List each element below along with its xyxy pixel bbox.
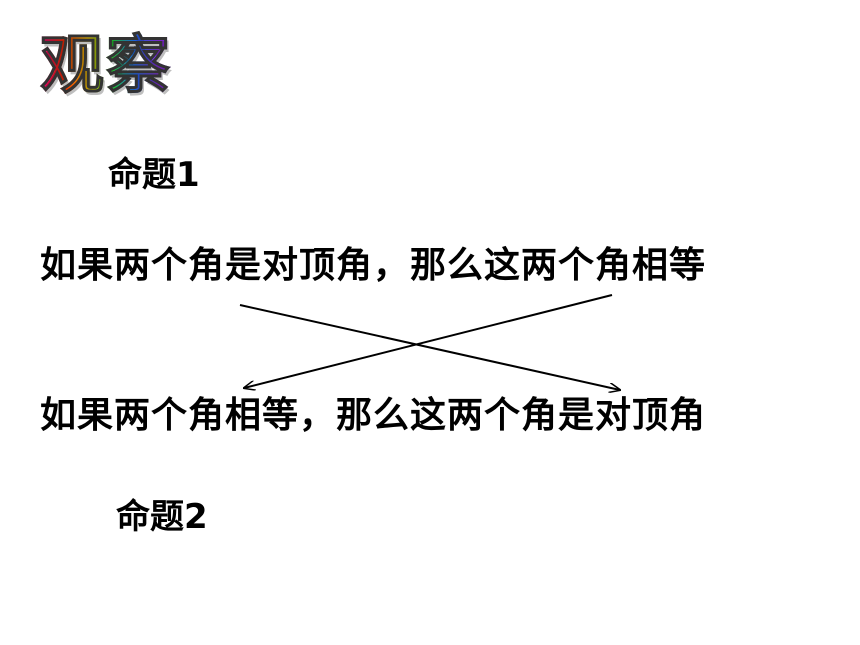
proposition-1-label: 命题1	[108, 155, 200, 195]
proposition-2-sentence: 如果两个角相等，那么这两个角是对顶角	[40, 395, 707, 436]
proposition-1-sentence: 如果两个角是对顶角，那么这两个角相等	[40, 245, 707, 286]
arrow-condition-to-conclusion	[239, 304, 620, 390]
proposition-2-label: 命题2	[116, 497, 208, 537]
arrow-conclusion-to-condition	[244, 294, 613, 388]
slide-title: 观察	[40, 29, 172, 103]
